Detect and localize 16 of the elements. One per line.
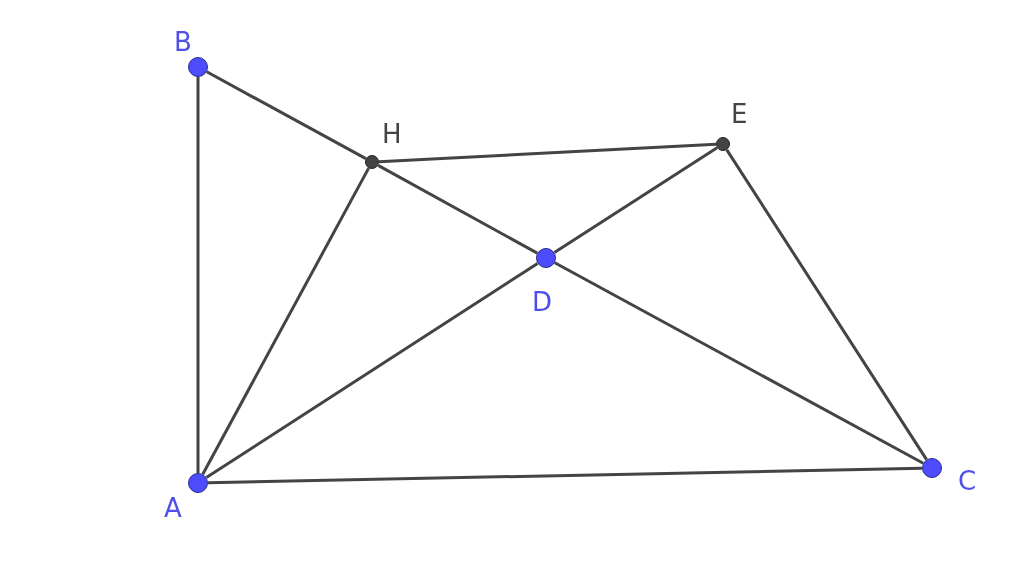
point-label: A	[164, 494, 182, 522]
line-segment	[196, 77, 200, 473]
line-segment	[553, 146, 718, 254]
point-label: C	[958, 467, 977, 495]
point-label: B	[174, 28, 192, 56]
point-label: D	[532, 288, 553, 316]
line-segment	[377, 164, 538, 255]
point-label: H	[382, 120, 402, 148]
line-segment	[725, 149, 928, 461]
line-segment	[201, 167, 370, 475]
line-segment	[378, 142, 717, 164]
point-label: E	[731, 100, 748, 128]
line-segment	[554, 261, 924, 465]
line-segment	[206, 70, 367, 160]
line-segment	[205, 262, 539, 479]
line-segment	[207, 466, 923, 485]
